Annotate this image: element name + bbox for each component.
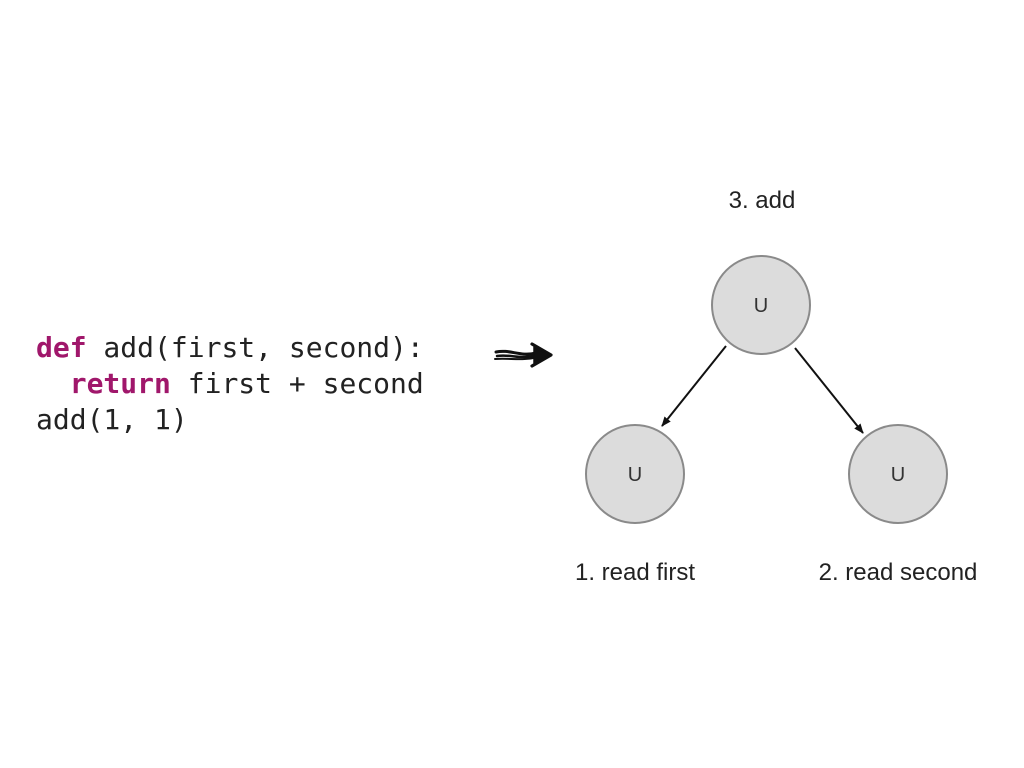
code-line-2-rest: first + second	[170, 367, 424, 400]
transform-arrow-icon	[494, 342, 553, 368]
edge-add-to-second	[794, 347, 864, 434]
node-read-second: U	[848, 424, 948, 524]
node-add-label: U	[754, 295, 768, 317]
edge-add-to-first	[661, 345, 727, 427]
code-line-1-rest: add(first, second):	[86, 331, 424, 364]
step-read-second-label: 2. read second	[819, 559, 978, 586]
keyword-def: def	[36, 331, 87, 364]
node-read-first: U	[585, 424, 685, 524]
code-snippet: def add(first, second): return first + s…	[36, 330, 424, 438]
step-add-label: 3. add	[729, 187, 796, 214]
node-read-first-label: U	[628, 464, 642, 486]
node-add: U	[711, 255, 811, 355]
step-read-first-label: 1. read first	[575, 559, 695, 586]
code-line-3: add(1, 1)	[36, 403, 188, 436]
keyword-return: return	[69, 367, 171, 400]
node-read-second-label: U	[891, 464, 905, 486]
